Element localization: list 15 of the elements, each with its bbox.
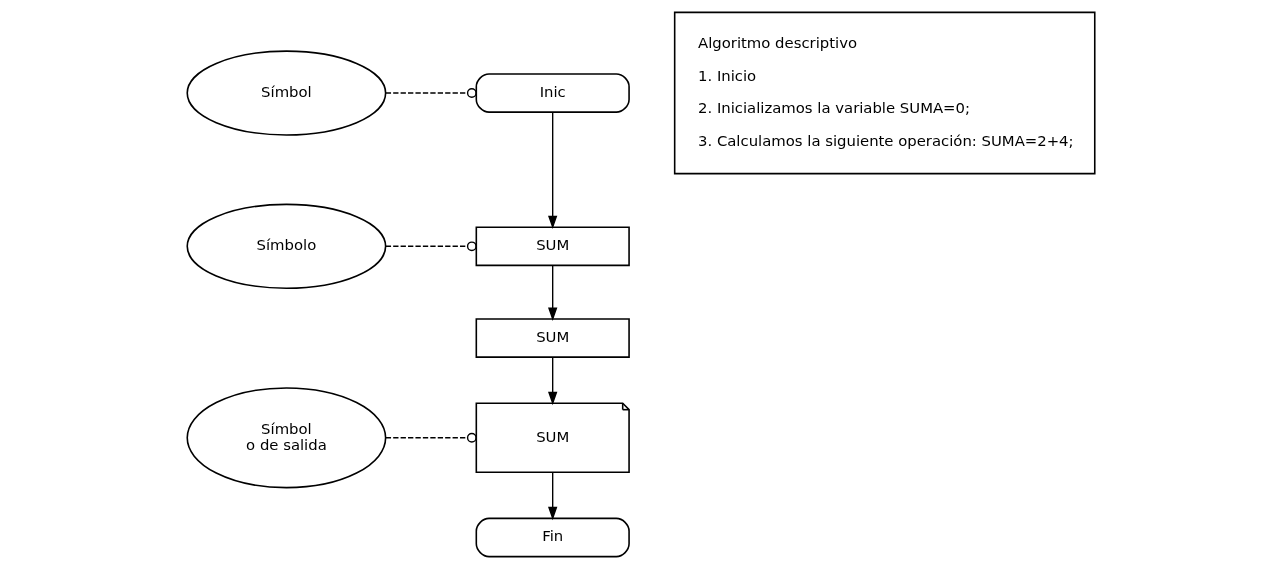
node-box: Fin [475,517,630,558]
connector [384,432,477,443]
node-ellipse: Símbol o de salida [185,387,386,489]
connector [384,241,477,252]
node-box: SUM [475,226,630,267]
arrow [547,264,557,321]
node-box: SUM [475,318,630,358]
arrow [547,471,557,521]
connector [384,88,477,98]
node-ellipse: Símbol [185,50,386,136]
node-box: Algoritmo descriptivo 1. Inicio 2. Inicializamos la variable SUMA=0; 3. Calculamos la siguiente operación: SUMA=2+4; [673,11,1096,175]
arrow [547,111,557,230]
arrow [547,356,557,406]
node-ellipse: Símbolo [185,203,386,289]
node-box: Inic [475,73,630,113]
